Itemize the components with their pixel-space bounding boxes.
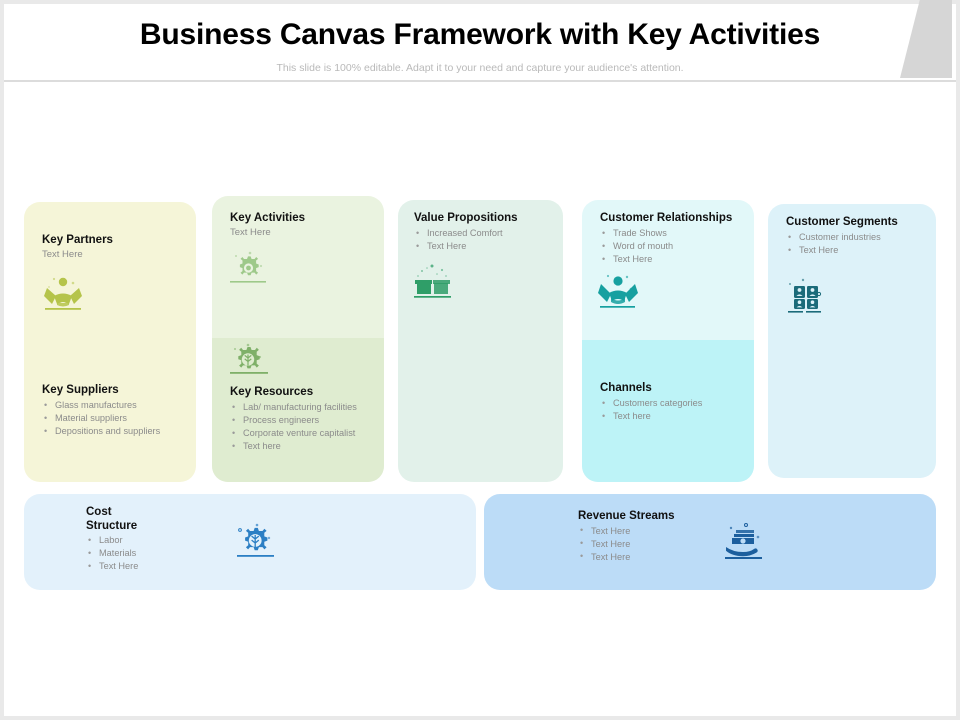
card-customer-segments[interactable]: Customer Segments Customer industries Te… (768, 204, 936, 478)
cost-structure-title-line1: Cost (86, 506, 112, 518)
list-item: Text Here (600, 253, 744, 266)
handshake-partners-icon (40, 274, 86, 314)
slide-border-left (0, 0, 4, 720)
list-item: Labor (86, 534, 216, 547)
page-title: Business Canvas Framework with Key Activ… (139, 18, 821, 51)
money-hand-revenue-icon (720, 522, 766, 564)
card-value-propositions[interactable]: Value Propositions Increased Comfort Tex… (398, 200, 563, 482)
list-item: Text here (600, 410, 744, 423)
list-item: Word of mouth (600, 240, 744, 253)
list-item: Customer industries (786, 231, 926, 244)
card-key-partners[interactable]: Key Partners Text Here (24, 202, 196, 482)
list-item: Increased Comfort (414, 227, 553, 240)
list-item: Depositions and suppliers (42, 425, 186, 438)
card-key-activities[interactable]: Key Activities Text Here (212, 196, 384, 482)
revenue-streams-title: Revenue Streams (578, 510, 675, 522)
list-item: Glass manufactures (42, 399, 186, 412)
customer-segments-title: Customer Segments (786, 216, 898, 228)
cost-structure-title-line2: Structure (86, 519, 138, 532)
list-item: Text here (230, 440, 374, 453)
list-item: Trade Shows (600, 227, 744, 240)
people-grid-segments-icon (782, 276, 828, 316)
list-item: Process engineers (230, 414, 374, 427)
list-item: Text Here (578, 537, 728, 551)
channels-title: Channels (600, 382, 652, 394)
card-revenue-streams[interactable]: Revenue Streams Text Here Text Here Text… (484, 494, 936, 590)
open-gift-box-icon (410, 262, 456, 302)
key-resources-list: Lab/ manufacturing facilities Process en… (230, 401, 374, 453)
value-propositions-list: Increased Comfort Text Here (414, 227, 553, 253)
channels-list: Customers categories Text here (600, 397, 744, 423)
key-activities-subtitle: Text Here (230, 227, 271, 238)
list-item: Text Here (578, 524, 728, 538)
customer-relationships-title: Customer Relationships (600, 212, 733, 224)
list-item: Text Here (578, 550, 728, 564)
key-suppliers-list: Glass manufactures Material suppliers De… (42, 399, 186, 438)
handshake-relationship-icon (596, 272, 642, 312)
slide-border-top (0, 0, 960, 4)
key-suppliers-title: Key Suppliers (42, 384, 119, 396)
cost-structure-list: Labor Materials Text Here (86, 534, 216, 573)
page-subtitle: This slide is 100% editable. Adapt it to… (276, 62, 684, 74)
list-item: Text Here (414, 240, 553, 253)
key-partners-subtitle: Text Here (42, 249, 83, 260)
list-item: Lab/ manufacturing facilities (230, 401, 374, 414)
gear-cost-icon (232, 522, 278, 564)
gear-activities-icon (226, 250, 272, 290)
slide-border-bottom (0, 716, 960, 720)
card-cost-structure[interactable]: Cost Structure Labor Materials Text Here (24, 494, 476, 590)
card-customer-relationships[interactable]: Customer Relationships Trade Shows Word … (582, 200, 754, 482)
header-divider (4, 80, 956, 82)
key-activities-title: Key Activities (230, 212, 305, 224)
value-propositions-title: Value Propositions (414, 212, 518, 224)
list-item: Materials (86, 547, 216, 560)
customer-segments-list: Customer industries Text Here (786, 231, 926, 257)
key-resources-title: Key Resources (230, 386, 314, 398)
list-item: Material suppliers (42, 412, 186, 425)
gear-resources-icon (226, 342, 272, 382)
list-item: Text Here (786, 244, 926, 257)
customer-relationships-list: Trade Shows Word of mouth Text Here (600, 227, 744, 266)
list-item: Customers categories (600, 397, 744, 410)
slide-header: Business Canvas Framework with Key Activ… (0, 0, 960, 82)
list-item: Text Here (86, 560, 216, 573)
slide-border-right (956, 0, 960, 720)
revenue-streams-list: Text Here Text Here Text Here (578, 524, 728, 564)
list-item: Corporate venture capitalist (230, 427, 374, 440)
key-partners-title: Key Partners (42, 234, 113, 246)
